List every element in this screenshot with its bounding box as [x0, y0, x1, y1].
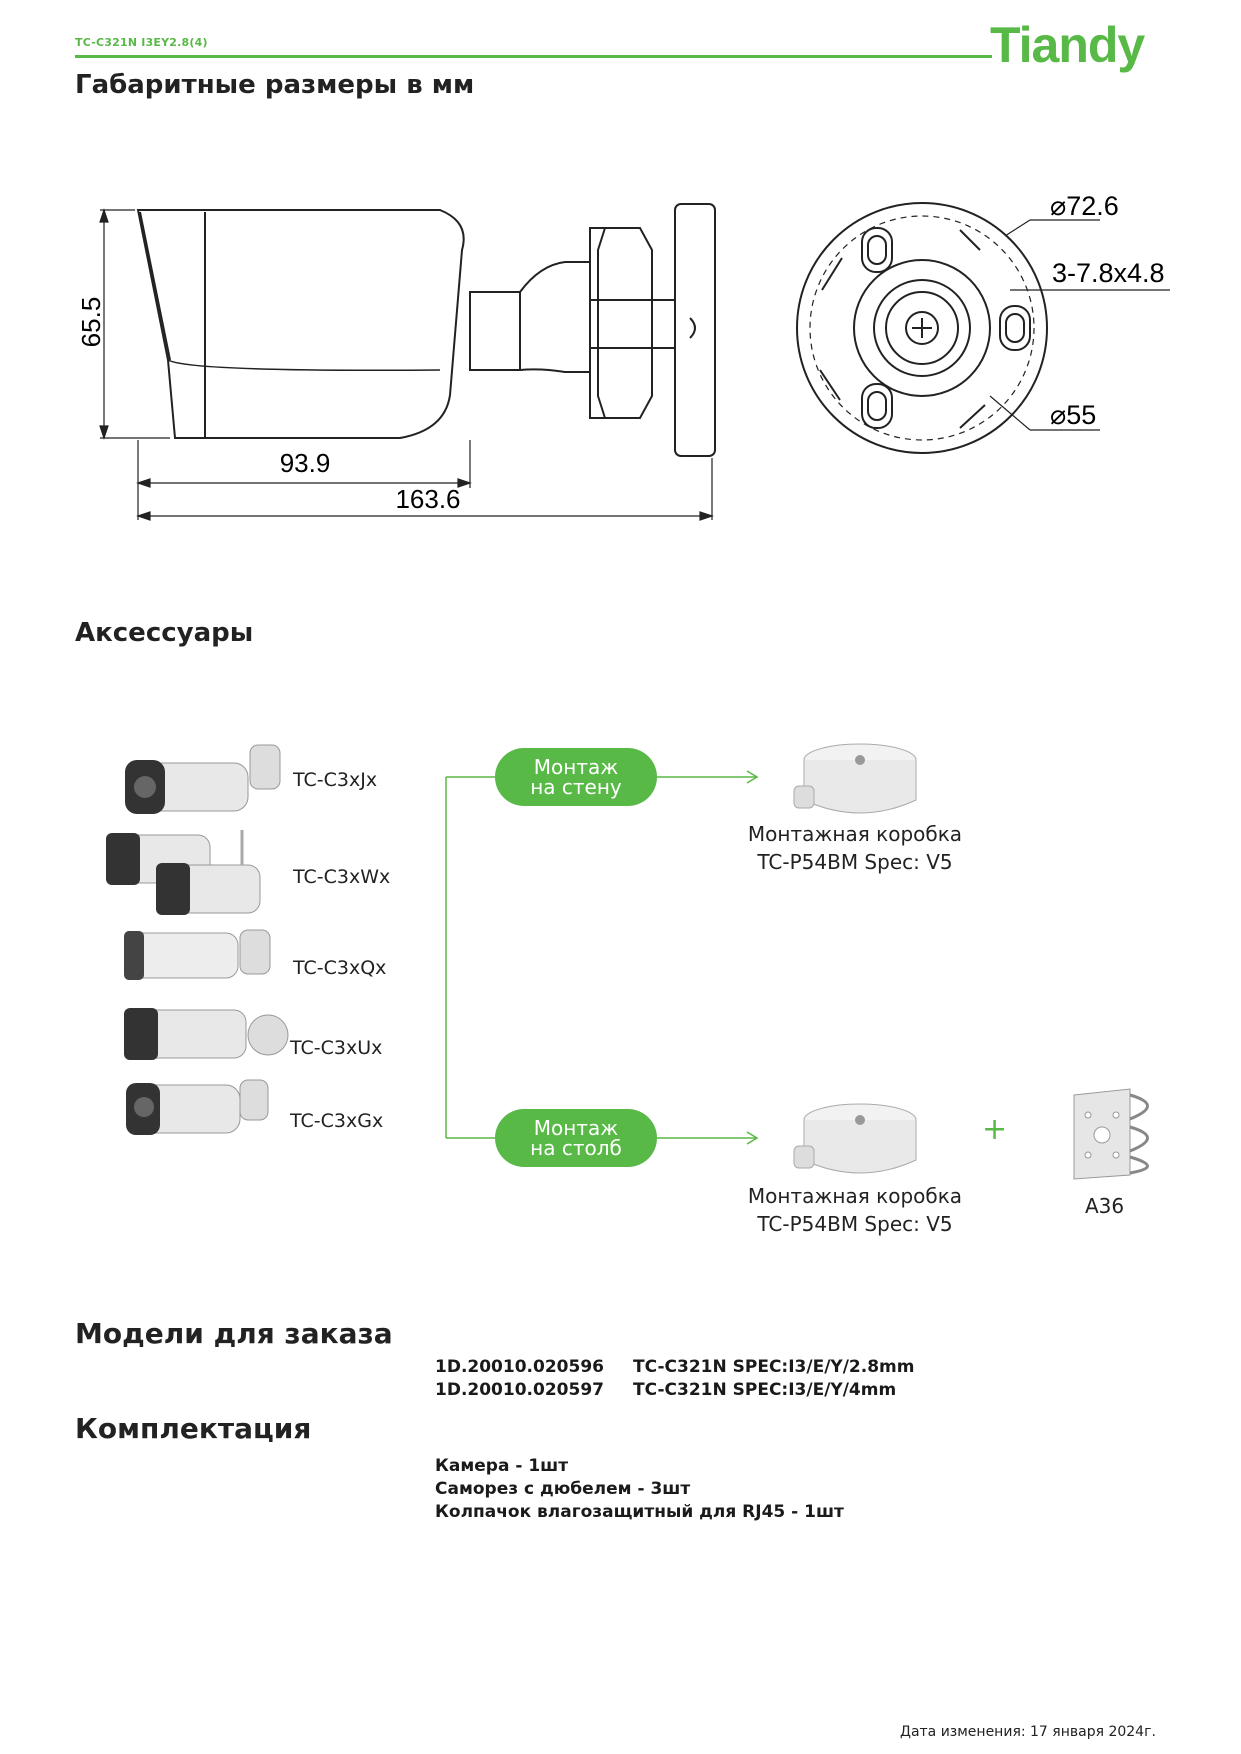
- header-divider: [75, 55, 992, 58]
- junction-box-caption-2: Монтажная коробка TC-P54BM Spec: V5: [730, 1182, 980, 1238]
- junction-box-caption-2-line1: Монтажная коробка: [747, 1184, 963, 1208]
- camera-jx-image: [125, 744, 281, 814]
- pole-mount-line2: на столб: [530, 1136, 622, 1160]
- camera-qx-image: [124, 929, 271, 980]
- camera-model-wx: TC-C3xWx: [293, 866, 391, 888]
- kit-item: Саморез с дюбелем - 3шт: [435, 1479, 691, 1499]
- order-models-title: Модели для заказа: [75, 1317, 393, 1350]
- dim-body-length-label: 93.9: [280, 448, 331, 478]
- junction-box-caption-line2: TC-P54BM Spec: V5: [757, 850, 953, 874]
- kit-item: Колпачок влагозащитный для RJ45 - 1шт: [435, 1502, 844, 1522]
- junction-box-caption-2-line2: TC-P54BM Spec: V5: [757, 1212, 953, 1236]
- dimension-drawing: 65.5 93.9 163.6 ⌀72.6 3-7.8x4.8 ⌀55: [76, 191, 1170, 521]
- pole-mount-badge: Монтаж на столб: [495, 1109, 657, 1167]
- kit-item: Камера - 1шт: [435, 1456, 569, 1476]
- camera-model-ux: TC-C3xUx: [290, 1037, 383, 1059]
- order-name-2: TC-C321N SPEC:I3/E/Y/4mm: [633, 1380, 897, 1400]
- junction-box-image-2: [793, 1103, 917, 1174]
- dim-total-length-label: 163.6: [395, 484, 460, 514]
- revision-date: Дата изменения: 17 января 2024г.: [900, 1724, 1156, 1740]
- camera-gx-image: [126, 1079, 269, 1135]
- camera-model-gx: TC-C3xGx: [290, 1110, 384, 1132]
- pole-bracket-image: [1073, 1088, 1149, 1180]
- kit-title: Комплектация: [75, 1412, 312, 1445]
- wall-mount-badge: Монтаж на стену: [495, 748, 657, 806]
- order-code-1: 1D.20010.020596: [435, 1357, 604, 1377]
- wall-mount-line1: Монтаж: [533, 755, 619, 779]
- plus-sign: +: [982, 1112, 1008, 1147]
- camera-model-jx: TC-C3xJx: [293, 769, 378, 791]
- dim-inner-diameter-label: ⌀55: [1050, 400, 1096, 430]
- order-models-names: TC-C321N SPEC:I3/E/Y/2.8mm TC-C321N SPEC…: [633, 1356, 914, 1402]
- pole-mount-line1: Монтаж: [533, 1116, 619, 1140]
- accessories-title: Аксессуары: [75, 618, 254, 648]
- junction-box-image: [793, 743, 917, 814]
- dim-outer-diameter-label: ⌀72.6: [1050, 191, 1119, 221]
- camera-model-qx: TC-C3xQx: [293, 957, 387, 979]
- junction-box-caption: Монтажная коробка TC-P54BM Spec: V5: [730, 820, 980, 876]
- bracket-label: A36: [1085, 1194, 1125, 1218]
- camera-ux-image: [124, 1008, 289, 1060]
- junction-box-caption-line1: Монтажная коробка: [747, 822, 963, 846]
- camera-wx-image: [106, 830, 261, 915]
- order-models-codes: 1D.20010.020596 1D.20010.020597: [435, 1356, 604, 1402]
- dim-holes-label: 3-7.8x4.8: [1052, 258, 1165, 288]
- camera-thumbnails: [106, 744, 289, 1135]
- mount-flow-lines: [445, 770, 759, 1145]
- order-name-1: TC-C321N SPEC:I3/E/Y/2.8mm: [633, 1357, 915, 1377]
- dim-height-label: 65.5: [76, 297, 106, 348]
- brand-logo: Tiandy: [990, 17, 1145, 73]
- order-code-2: 1D.20010.020597: [435, 1380, 604, 1400]
- model-code: TC-C321N I3EY2.8(4): [75, 36, 208, 49]
- dimensions-title: Габаритные размеры в мм: [75, 70, 475, 100]
- kit-list: Камера - 1шт Саморез с дюбелем - 3шт Кол…: [435, 1455, 844, 1524]
- wall-mount-line2: на стену: [530, 775, 622, 799]
